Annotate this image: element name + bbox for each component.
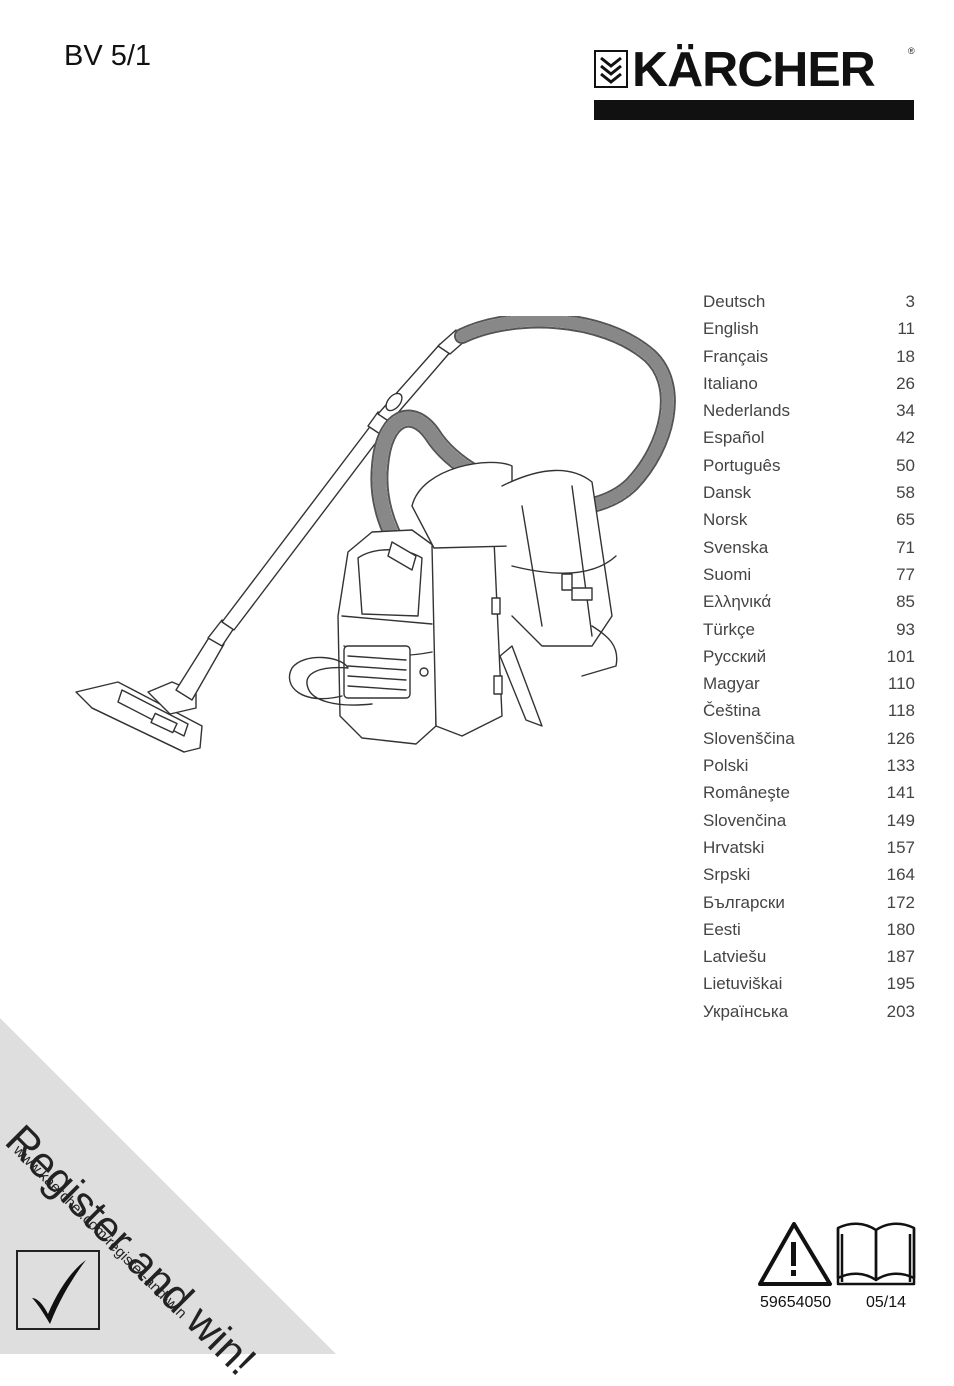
toc-row: Español 42 (703, 424, 915, 451)
print-date: 05/14 (866, 1294, 907, 1311)
toc-page-number: 126 (886, 728, 915, 748)
toc-language: Ελληνικά (703, 592, 772, 612)
toc-page-number: 18 (896, 346, 915, 366)
toc-language: Româneşte (703, 783, 790, 803)
toc-row: Magyar 110 (703, 670, 915, 697)
toc-row: Latviešu 187 (703, 943, 915, 970)
toc-language: English (703, 319, 759, 339)
toc-row: Slovenščina 126 (703, 725, 915, 752)
toc-row: Українська 203 (703, 998, 915, 1025)
toc-language: Eesti (703, 919, 741, 939)
toc-page-number: 65 (896, 510, 915, 530)
toc-language: Dansk (703, 483, 752, 503)
toc-language: Norsk (703, 510, 748, 530)
toc-language: Latviešu (703, 947, 767, 967)
warning-triangle-icon (758, 1222, 832, 1286)
toc-row: Slovenčina 149 (703, 807, 915, 834)
toc-row: Deutsch 3 (703, 288, 915, 315)
toc-row: Româneşte 141 (703, 779, 915, 806)
toc-page-number: 34 (896, 401, 915, 421)
toc-row: Italiano 26 (703, 370, 915, 397)
toc-language: Deutsch (703, 292, 766, 311)
toc-page-number: 77 (896, 564, 915, 584)
toc-row: Dansk 58 (703, 479, 915, 506)
toc-language: Nederlands (703, 401, 790, 421)
toc-page-number: 50 (896, 455, 915, 475)
toc-row: Polski 133 (703, 752, 915, 779)
toc-language: Slovenščina (703, 728, 795, 748)
brand-logo: KÄRCHER ® (594, 43, 916, 122)
toc-language: Türkçe (703, 619, 755, 639)
footer-icons (758, 1222, 916, 1286)
toc-page-number: 101 (886, 646, 915, 666)
toc-page-number: 195 (886, 974, 915, 994)
toc-page-number: 118 (887, 701, 915, 721)
toc-row: Norsk 65 (703, 506, 915, 533)
toc-language: Srpski (703, 865, 751, 885)
open-book-icon (836, 1222, 916, 1286)
toc-row: Nederlands 34 (703, 397, 915, 424)
toc-page-number: 58 (896, 483, 915, 503)
toc-language: Hrvatski (703, 837, 765, 857)
vacuum-illustration (75, 316, 676, 753)
toc-page-number: 187 (886, 947, 915, 967)
toc-language: Čeština (703, 701, 761, 721)
toc-row: Eesti 180 (703, 916, 915, 943)
toc-page-number: 42 (896, 428, 915, 448)
toc-row: Português 50 (703, 452, 915, 479)
toc-language: Polski (703, 756, 749, 776)
toc-language: Português (703, 455, 781, 475)
toc-row: Srpski 164 (703, 861, 915, 888)
toc-language: Suomi (703, 564, 752, 584)
brand-chevron-icon (594, 50, 628, 88)
toc-page-number: 141 (886, 783, 915, 803)
toc-language: Español (703, 428, 765, 448)
toc-row: Русский 101 (703, 643, 915, 670)
register-checkbox (16, 1250, 100, 1330)
toc-row: Suomi 77 (703, 561, 915, 588)
brand-wordmark: KÄRCHER (632, 43, 876, 97)
toc-page-number: 11 (897, 319, 915, 339)
model-title: BV 5/1 (64, 40, 152, 72)
toc-page-number: 133 (886, 756, 915, 776)
toc-row: Lietuviškai 195 (703, 970, 915, 997)
toc-page-number: 26 (896, 373, 915, 393)
toc-row: Français 18 (703, 343, 915, 370)
toc-row: Ελληνικά 85 (703, 588, 915, 615)
toc-language: Slovenčina (703, 810, 787, 830)
toc-page-number: 203 (886, 1001, 915, 1021)
toc-language: Lietuviškai (703, 974, 783, 994)
toc-page-number: 110 (887, 674, 915, 694)
toc-page-number: 164 (886, 865, 915, 885)
toc-language: Italiano (703, 373, 758, 393)
toc-row: Čeština 118 (703, 697, 915, 724)
toc-row: Türkçe 93 (703, 616, 915, 643)
toc-row: Svenska 71 (703, 534, 915, 561)
toc-page-number: 71 (896, 537, 915, 557)
toc-page-number: 172 (886, 892, 915, 912)
brand-bar (594, 100, 914, 120)
toc-page-number: 180 (886, 919, 915, 939)
toc-page-number: 149 (886, 810, 915, 830)
toc-page-number: 157 (886, 837, 915, 857)
toc-page-number: 85 (896, 592, 915, 612)
toc-page-number: 93 (896, 619, 915, 639)
toc-row: Български 172 (703, 889, 915, 916)
part-number: 59654050 (760, 1294, 832, 1311)
toc-language: Français (703, 346, 769, 366)
toc-row: Hrvatski 157 (703, 834, 915, 861)
toc-language: Magyar (703, 674, 760, 694)
toc-page-number: 3 (905, 292, 915, 311)
toc-language: Svenska (703, 537, 769, 557)
toc-language: Українська (703, 1001, 789, 1021)
check-mark-icon (32, 1260, 86, 1324)
toc-row: English 11 (703, 315, 915, 342)
registered-mark: ® (908, 46, 915, 56)
toc-language: Български (703, 892, 785, 912)
toc-language: Русский (703, 646, 767, 666)
